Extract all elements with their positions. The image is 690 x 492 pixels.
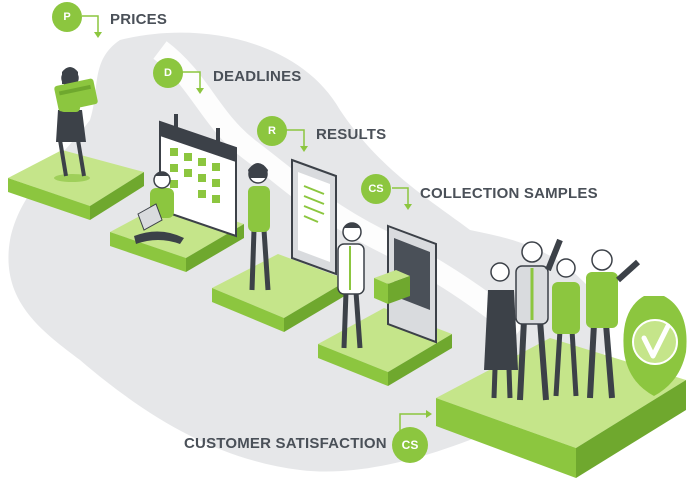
celebrating-group-figure: [484, 238, 641, 401]
collection-samples-badge: CS: [361, 174, 391, 204]
check-shield-icon: [623, 296, 687, 396]
laptop-icon: [137, 203, 163, 231]
platform-results: [212, 254, 348, 332]
receipt-phone-icon: [291, 158, 337, 276]
results-label: RESULTS: [316, 126, 387, 143]
deadlines-badge: D: [153, 58, 183, 88]
prices-label: PRICES: [110, 11, 168, 28]
customer-satisfaction-badge: CS: [392, 427, 428, 463]
prices-badge: P: [52, 2, 82, 32]
seated-man-figure: [134, 171, 184, 244]
delivery-box-icon: [374, 270, 410, 304]
credit-card-icon: [54, 78, 98, 112]
arrow-heads: [94, 32, 432, 418]
woman-standing-figure: [248, 163, 271, 291]
calendar-icon: [159, 114, 237, 238]
man-with-box-figure: [337, 222, 365, 349]
deadlines-label: DEADLINES: [213, 68, 302, 85]
collection-samples-label: COLLECTION SAMPLES: [420, 185, 598, 202]
results-badge: R: [257, 116, 287, 146]
customer-satisfaction-label: CUSTOMER SATISFACTION: [184, 435, 387, 452]
